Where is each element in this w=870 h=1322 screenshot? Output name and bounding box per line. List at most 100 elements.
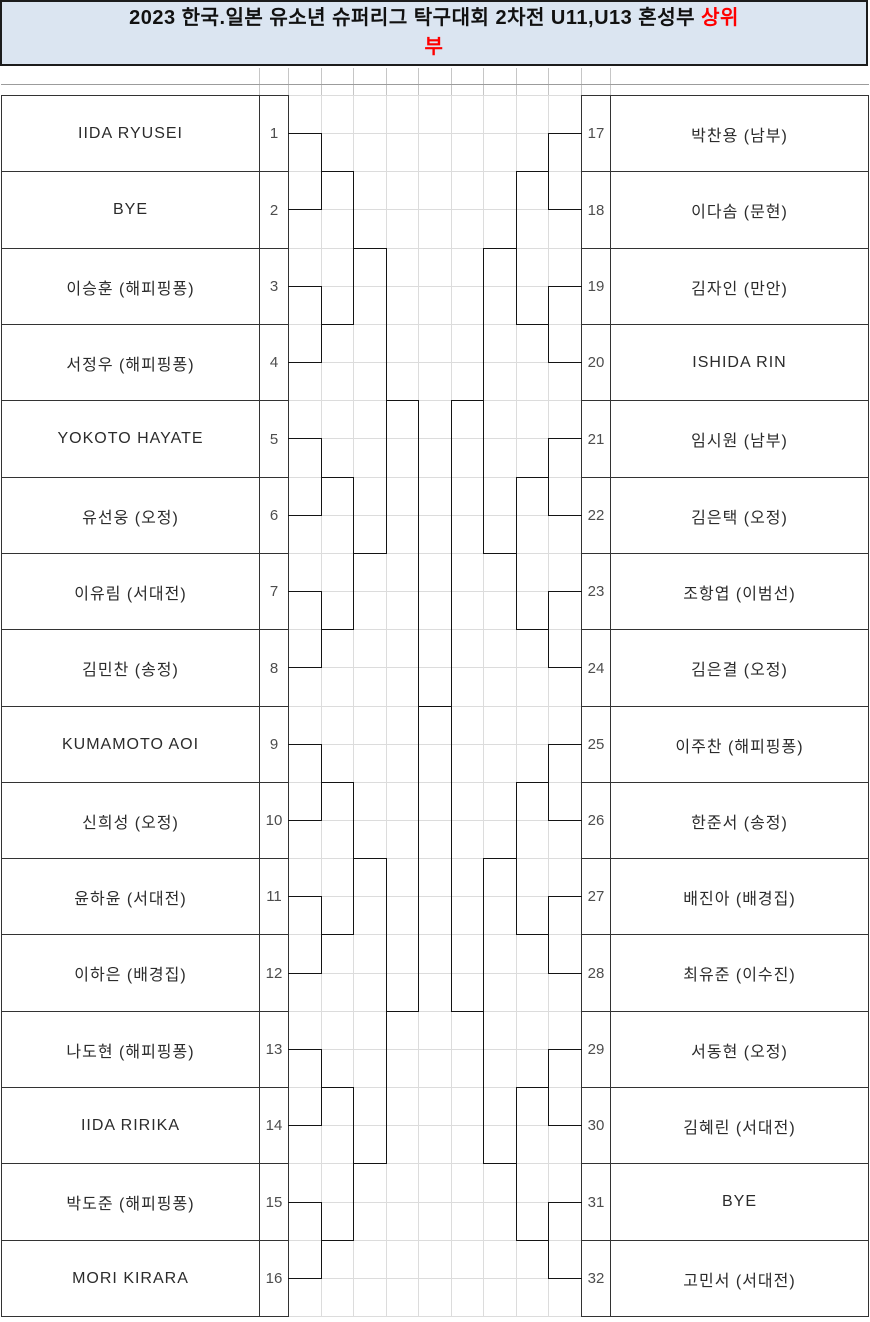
grid-line xyxy=(288,1125,581,1126)
bracket-line xyxy=(548,1278,582,1279)
bracket-line xyxy=(548,209,582,210)
seed-cell-right: 18 xyxy=(581,171,611,249)
seed-cell-right: 28 xyxy=(581,934,611,1012)
grid-line xyxy=(288,324,581,325)
bracket-line xyxy=(321,1240,354,1241)
bracket-line xyxy=(548,896,549,974)
grid-line xyxy=(288,1163,581,1164)
seed-cell-left: 9 xyxy=(259,706,289,783)
bracket-line xyxy=(288,1049,322,1050)
bracket-line xyxy=(483,858,517,859)
player-cell-right: 최유준 (이수진) xyxy=(610,934,869,1012)
player-cell-left: BYE xyxy=(1,171,260,249)
bracket-line xyxy=(321,324,354,325)
bracket-line xyxy=(548,362,582,363)
bracket-line xyxy=(321,171,354,172)
seed-cell-left: 3 xyxy=(259,248,289,325)
seed-cell-left: 5 xyxy=(259,400,289,478)
band-grid-line xyxy=(321,68,322,95)
grid-line xyxy=(288,515,581,516)
band-grid-line xyxy=(259,68,260,95)
bracket-line xyxy=(386,400,419,401)
bracket-line xyxy=(548,1125,582,1126)
player-cell-left: 이하은 (배경집) xyxy=(1,934,260,1012)
seed-cell-right: 26 xyxy=(581,782,611,859)
grid-line xyxy=(483,95,484,1316)
grid-line xyxy=(516,95,517,1316)
bracket-line xyxy=(288,438,322,439)
grid-line xyxy=(288,973,581,974)
seed-cell-right: 21 xyxy=(581,400,611,478)
grid-line xyxy=(548,95,549,1316)
bracket-line xyxy=(516,1087,517,1241)
seed-cell-right: 17 xyxy=(581,95,611,172)
seed-cell-left: 11 xyxy=(259,858,289,935)
grid-line xyxy=(288,782,581,783)
bracket-line xyxy=(516,477,549,478)
bracket-line xyxy=(288,591,322,592)
grid-line xyxy=(288,934,581,935)
seed-cell-right: 23 xyxy=(581,553,611,630)
band-grid-line xyxy=(288,68,289,95)
seed-cell-right: 27 xyxy=(581,858,611,935)
player-cell-left: 서정우 (해피핑퐁) xyxy=(1,324,260,401)
grid-line xyxy=(288,896,581,897)
grid-line xyxy=(288,1240,581,1241)
seed-cell-right: 22 xyxy=(581,477,611,554)
player-cell-right: 김은택 (오정) xyxy=(610,477,869,554)
bracket-line xyxy=(353,858,387,859)
band-grid-line xyxy=(418,68,419,95)
bracket-line xyxy=(516,324,549,325)
bracket-line xyxy=(548,896,582,897)
bracket-line xyxy=(548,667,582,668)
bracket-line xyxy=(483,248,484,554)
bracket-line xyxy=(321,782,354,783)
player-cell-right: 서동현 (오정) xyxy=(610,1011,869,1088)
band-grid-line xyxy=(451,68,452,95)
bracket-line xyxy=(516,629,549,630)
seed-cell-right: 24 xyxy=(581,629,611,707)
bracket-line xyxy=(288,667,322,668)
seed-cell-left: 16 xyxy=(259,1240,289,1317)
grid-line xyxy=(288,1049,581,1050)
grid-line xyxy=(288,95,581,96)
seed-cell-right: 19 xyxy=(581,248,611,325)
bracket-line xyxy=(288,820,322,821)
bracket-line xyxy=(288,744,322,745)
title-text: 2023 한국.일본 유소년 슈퍼리그 탁구대회 2차전 U11,U13 혼성부 xyxy=(129,7,702,29)
grid-line xyxy=(288,362,581,363)
seed-cell-left: 8 xyxy=(259,629,289,707)
seed-cell-left: 10 xyxy=(259,782,289,859)
bracket-line xyxy=(386,248,387,554)
bracket-line xyxy=(516,1087,549,1088)
player-cell-right: 조항엽 (이범선) xyxy=(610,553,869,630)
seed-cell-right: 25 xyxy=(581,706,611,783)
grid-line xyxy=(288,209,581,210)
bracket-line xyxy=(288,209,322,210)
bracket-line xyxy=(548,1202,582,1203)
grid-line xyxy=(288,591,581,592)
bracket-line xyxy=(516,934,549,935)
bracket-line xyxy=(548,515,582,516)
bracket-line xyxy=(321,934,354,935)
bracket-line xyxy=(516,782,549,783)
bracket-line xyxy=(548,973,582,974)
player-cell-right: 김혜린 (서대전) xyxy=(610,1087,869,1164)
band-rule-line xyxy=(1,84,869,85)
bracket-line xyxy=(353,553,387,554)
seed-cell-left: 6 xyxy=(259,477,289,554)
bracket-line xyxy=(353,1163,387,1164)
bracket-line xyxy=(321,629,354,630)
player-cell-left: 나도현 (해피핑퐁) xyxy=(1,1011,260,1088)
player-cell-right: 이다솜 (문현) xyxy=(610,171,869,249)
player-cell-right: ISHIDA RIN xyxy=(610,324,869,401)
grid-line xyxy=(288,133,581,134)
title-line-1: 2023 한국.일본 유소년 슈퍼리그 탁구대회 2차전 U11,U13 혼성부… xyxy=(129,4,739,33)
bracket-line xyxy=(353,248,387,249)
grid-line xyxy=(321,95,322,1316)
grid-line xyxy=(288,629,581,630)
player-cell-left: IIDA RIRIKA xyxy=(1,1087,260,1164)
bracket-line xyxy=(288,973,322,974)
bracket-line xyxy=(483,553,517,554)
